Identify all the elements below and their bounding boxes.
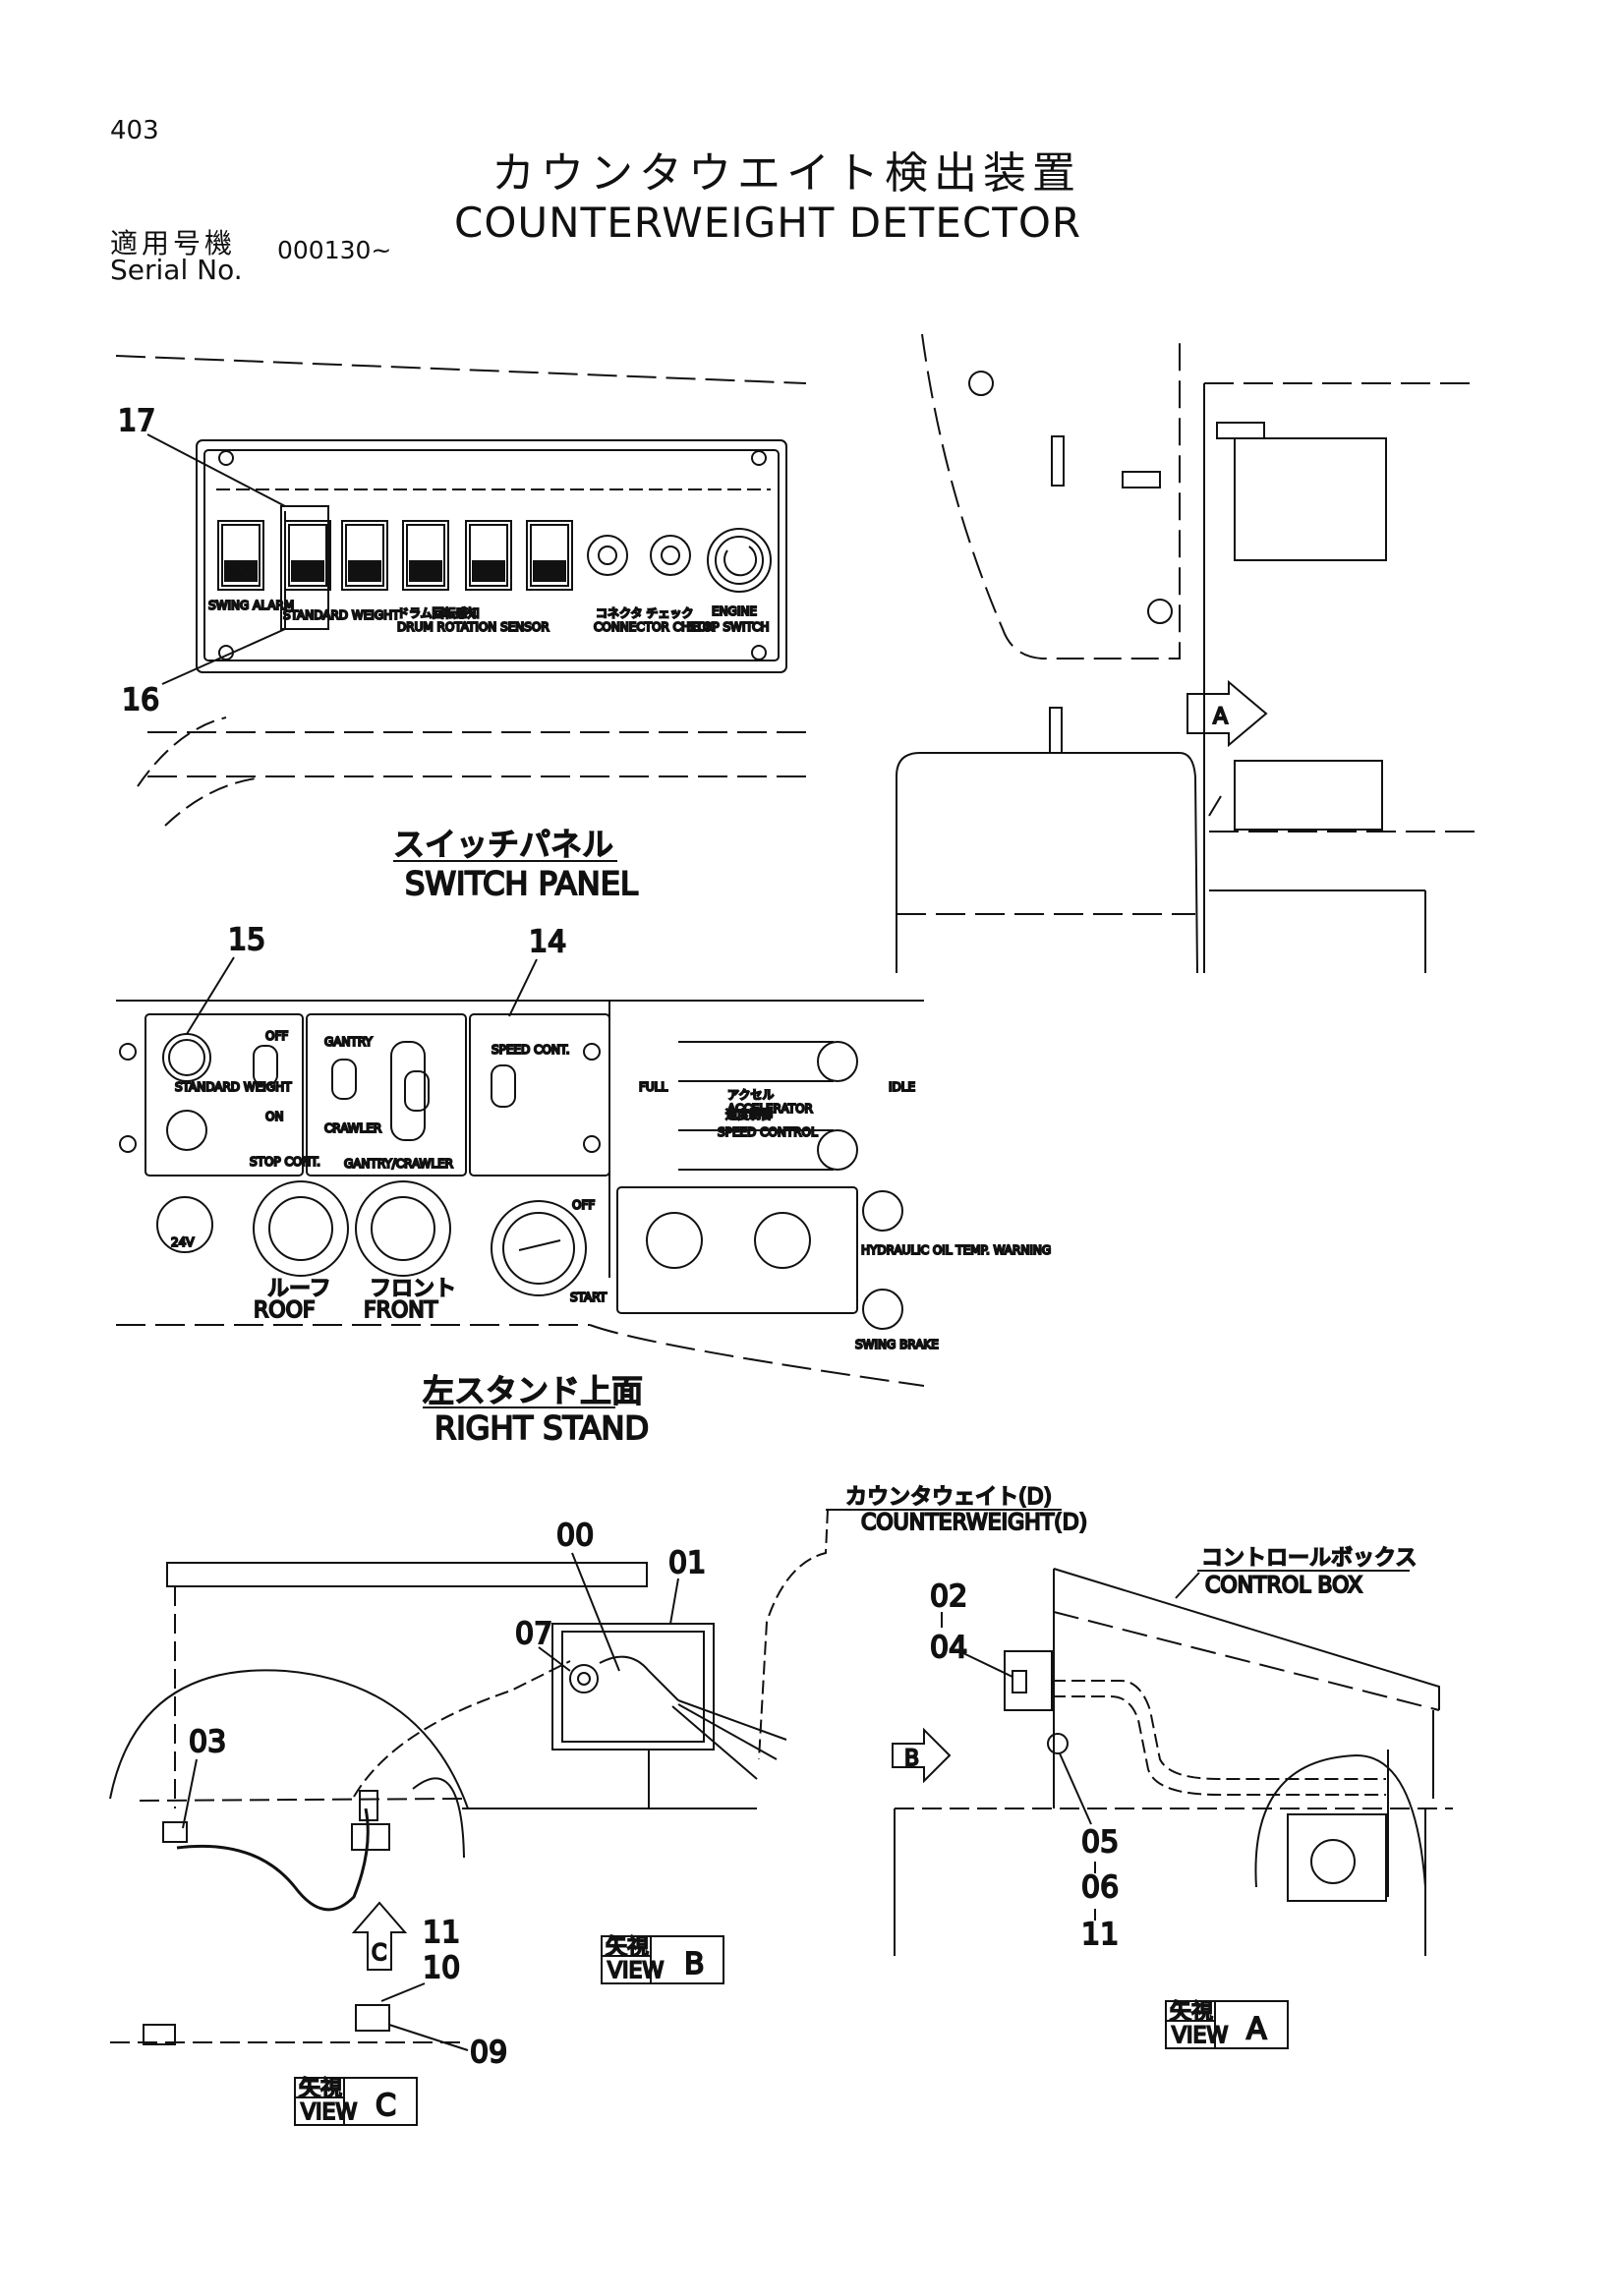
callout-07: 07 (515, 1617, 552, 1651)
stand-label-crawler: CRAWLER (324, 1121, 381, 1135)
panel-label-standard-weight: STANDARD WEIGHT (283, 608, 400, 622)
stand-label-hydraulic-oil: HYDRAULIC OIL TEMP. WARNING (861, 1243, 1051, 1257)
panel-label-engine: ENGINE (712, 604, 757, 618)
view-a-label-en: VIEW (1172, 2024, 1228, 2048)
stand-label-accelerator-jp: アクセル (727, 1088, 774, 1102)
stand-label-swing-brake: SWING BRAKE (855, 1338, 939, 1351)
view-b-letter: B (684, 1947, 705, 1981)
callout-10: 10 (423, 1951, 460, 1985)
cab-side-view: A (896, 333, 1479, 974)
stand-label-start: START (570, 1291, 608, 1304)
callout-02: 04 (930, 1631, 967, 1665)
counterweight-label-jp: カウンタウェイト(D) (845, 1485, 1052, 1510)
counterweight-label-en: COUNTERWEIGHT(D) (861, 1511, 1087, 1535)
callout-15: 15 (228, 923, 265, 957)
switch-panel-caption-jp: スイッチパネル (393, 826, 613, 863)
panel-label-drum-rotation-jp: ドラム回転感知 (397, 605, 480, 620)
stand-label-roof: ROOF (254, 1298, 316, 1323)
callout-01: 01 (668, 1546, 706, 1580)
callout-00: 00 (556, 1519, 594, 1553)
callout-06: 11 (1081, 1918, 1119, 1952)
lower-views: カウンタウェイト(D) COUNTERWEIGHT(D) 03 00 01 07 (109, 1484, 1453, 2126)
view-a-label-jp: 矢視 (1170, 2000, 1213, 2025)
page-number: 403 (110, 116, 159, 145)
panel-label-connector-check-jp: コネクタ チェック (596, 606, 693, 620)
stand-label-accelerator: ACCELERATOR (727, 1102, 813, 1116)
view-b-label-jp: 矢視 (606, 1935, 649, 1960)
callout-12: 03 (189, 1725, 226, 1759)
stand-label-24v: 24V (171, 1235, 195, 1249)
right-stand-caption-en: RIGHT STAND (434, 1409, 649, 1447)
title-english: COUNTERWEIGHT DETECTOR (454, 199, 1082, 247)
stand-label-gantry-crawler: GANTRY/CRAWLER (344, 1157, 453, 1171)
serial-label-english: Serial No. (110, 254, 243, 286)
switch-panel-caption-en: SWITCH PANEL (405, 865, 638, 902)
callout-05: 06 (1081, 1870, 1119, 1905)
view-a-letter: A (1246, 2012, 1267, 2046)
right-stand-figure: OFF ON STANDARD WEIGHT STOP CONT. GANTRY… (116, 922, 1052, 1448)
stand-label-gantry: GANTRY (324, 1035, 373, 1049)
control-box-label-jp: コントロールボックス (1201, 1546, 1417, 1571)
stand-label-off-key: OFF (572, 1198, 595, 1212)
right-stand-caption-jp: 左スタンド上面 (423, 1372, 643, 1409)
switch-panel-figure: ON SWING ALARM STANDARD WEIGHT ドラム回転感知 D… (115, 355, 808, 903)
view-arrow-a: A (1213, 705, 1228, 729)
callout-09: 09 (470, 2036, 507, 2070)
view-c-label-jp: 矢視 (299, 2077, 342, 2101)
view-arrow-c: C (372, 1941, 386, 1966)
panel-label-stop-switch: STOP SWITCH (688, 620, 770, 634)
view-arrow-b: B (904, 1747, 919, 1771)
stand-label-idle: IDLE (889, 1080, 915, 1094)
stand-label-full: FULL (639, 1080, 667, 1094)
callout-04: 05 (1081, 1825, 1119, 1860)
serial-label-japanese: 適用号機 (110, 227, 237, 259)
stand-label-front-jp: フロント (370, 1277, 456, 1301)
control-box-label-en: CONTROL BOX (1205, 1574, 1362, 1598)
stand-label-speed-cont: SPEED CONT. (492, 1043, 570, 1057)
callout-17: 17 (118, 404, 155, 438)
stand-label-speed-control-jp: 速度制御 (725, 1107, 773, 1121)
panel-label-swing-alarm: SWING ALARM (208, 599, 294, 612)
stand-label-stop-cont: STOP CONT. (250, 1155, 320, 1169)
switch-on-label: ON (230, 565, 248, 579)
view-b-label-en: VIEW (608, 1959, 664, 1983)
title-japanese: カウンタウエイト検出装置 (492, 148, 1081, 199)
stand-label-off: OFF (265, 1029, 288, 1043)
stand-label-speed-control: SPEED CONTROL (718, 1125, 818, 1139)
view-c-letter: C (376, 2089, 396, 2123)
callout-14: 14 (529, 925, 566, 959)
serial-number-value: 000130~ (277, 236, 392, 264)
view-c-label-en: VIEW (301, 2100, 357, 2125)
stand-label-front: FRONT (364, 1298, 438, 1323)
panel-label-drum-rotation: DRUM ROTATION SENSOR (397, 620, 550, 634)
callout-16: 16 (122, 683, 159, 718)
stand-label-standard-weight: STANDARD WEIGHT (175, 1080, 292, 1094)
callout-11: 11 (423, 1916, 460, 1950)
rocker-switch-row (217, 520, 573, 591)
stand-label-roof-jp: ルーフ (267, 1277, 331, 1301)
callout-03: 02 (930, 1579, 967, 1614)
stand-label-on: ON (265, 1110, 283, 1123)
panel-label-connector-check: CONNECTOR CHECK (594, 620, 715, 634)
